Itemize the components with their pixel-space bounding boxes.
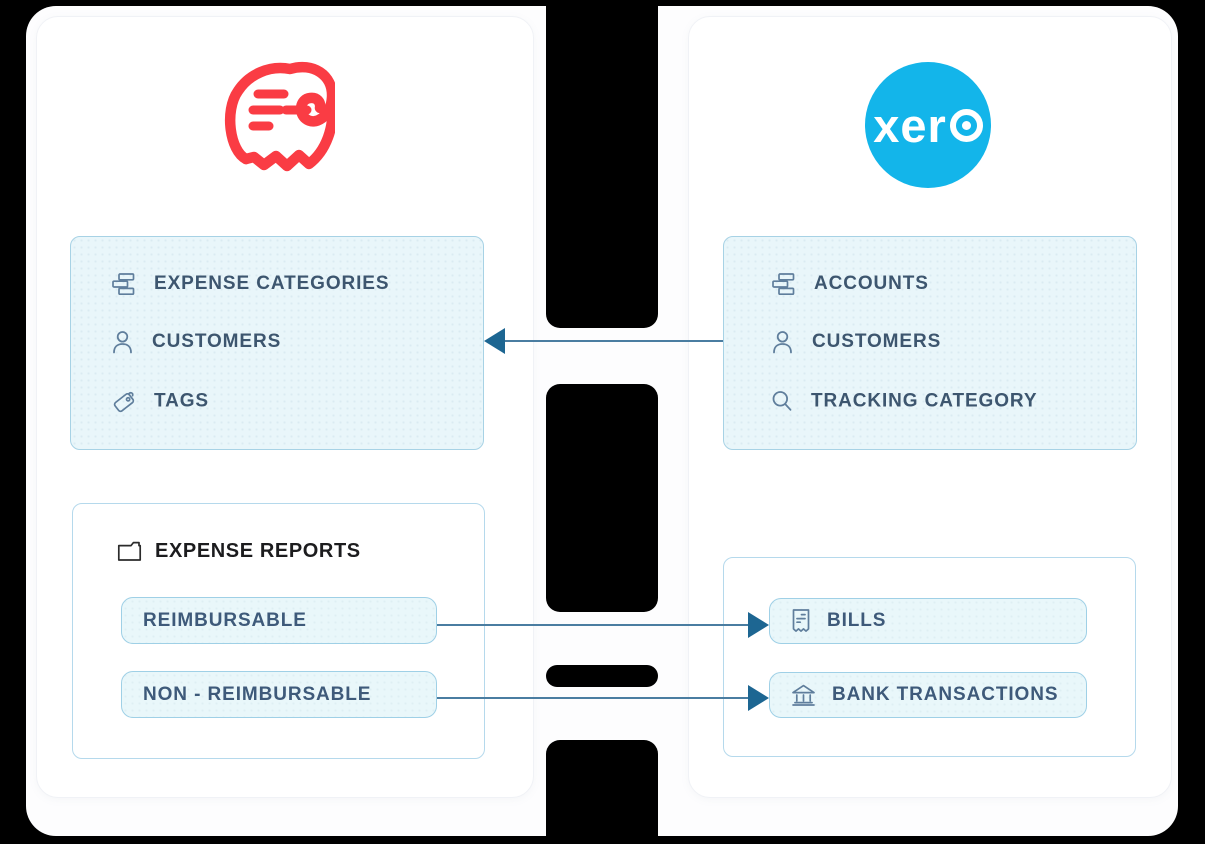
list-item-label: TRACKING CATEGORY [811, 390, 1038, 411]
chip-label: BANK TRANSACTIONS [832, 684, 1059, 705]
categories-icon [771, 272, 796, 296]
person-icon [771, 330, 794, 354]
expense-reports-title: EXPENSE REPORTS [155, 540, 361, 562]
list-item: TRACKING CATEGORY [771, 390, 1037, 413]
left-mapping-box: EXPENSE CATEGORIES CUSTOMERS TAGS [70, 236, 484, 450]
xero-mapping-box: ACCOUNTS CUSTOMERS TRACKING CATEGORY [723, 236, 1137, 450]
arrow-right-head-icon [748, 612, 769, 638]
list-item-label: ACCOUNTS [814, 273, 929, 294]
categories-icon [111, 272, 136, 296]
person-icon [111, 330, 134, 354]
search-icon [771, 390, 793, 413]
receipt-logo-icon [224, 61, 335, 172]
list-item: CUSTOMERS [771, 330, 941, 354]
list-item: EXPENSE CATEGORIES [111, 272, 389, 296]
arrow-reimbursable-to-bills-line [437, 624, 749, 626]
xero-wordmark-xer: xer [873, 98, 947, 152]
list-item: CUSTOMERS [111, 330, 281, 354]
list-item: ACCOUNTS [771, 272, 929, 296]
chip-label: BILLS [827, 610, 887, 631]
non-reimbursable-chip: NON - REIMBURSABLE [121, 671, 437, 718]
list-item-label: EXPENSE CATEGORIES [154, 273, 390, 294]
bills-chip: BILLS [769, 598, 1087, 644]
chip-label: NON - REIMBURSABLE [143, 683, 372, 705]
bill-icon [790, 608, 812, 634]
tag-icon [111, 389, 136, 414]
folder-icon [117, 541, 142, 562]
arrow-nonreimbursable-to-bank-line [437, 697, 749, 699]
bank-transactions-chip: BANK TRANSACTIONS [769, 672, 1087, 718]
xero-targets-box: BILLS BANK TRANSACTIONS [723, 557, 1136, 757]
arrow-xero-to-app-line [504, 340, 723, 342]
arrow-left-head-icon [484, 328, 505, 354]
list-item: TAGS [111, 389, 209, 414]
list-item-label: TAGS [154, 390, 209, 411]
gap-mask-bottom [546, 740, 658, 844]
bank-icon [790, 683, 817, 707]
arrow-right-head-icon [748, 685, 769, 711]
expense-reports-box: EXPENSE REPORTS REIMBURSABLE NON - REIMB… [72, 503, 485, 759]
expense-reports-header: EXPENSE REPORTS [117, 540, 361, 563]
list-item-label: CUSTOMERS [152, 331, 282, 352]
gap-mask-pill [546, 665, 658, 687]
xero-logo: xer [865, 62, 991, 188]
list-item-label: CUSTOMERS [812, 331, 942, 352]
gap-mask-top [546, 0, 658, 328]
gap-mask-middle [546, 384, 658, 612]
reimbursable-chip: REIMBURSABLE [121, 597, 437, 644]
xero-wordmark-o [949, 108, 983, 142]
chip-label: REIMBURSABLE [143, 609, 307, 631]
